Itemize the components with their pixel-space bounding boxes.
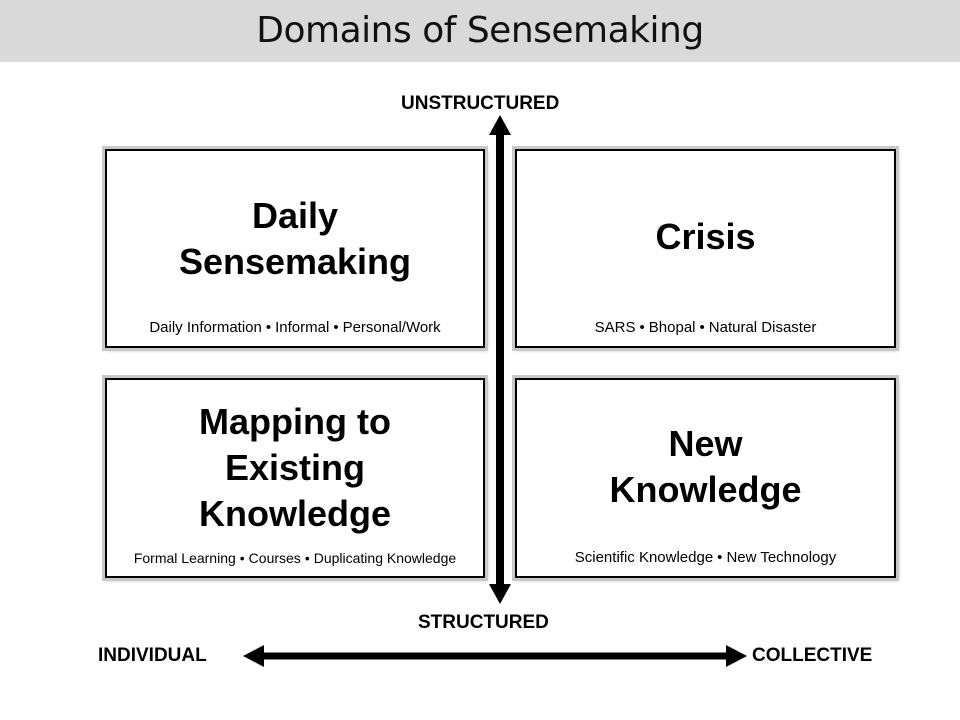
horizontal-axis-arrow	[243, 645, 747, 667]
axis-label-structured: STRUCTURED	[418, 612, 549, 633]
example-item: New Technology	[726, 549, 837, 566]
separator-dot: •	[639, 319, 645, 336]
quadrant-title: Daily Sensemaking	[107, 193, 483, 285]
separator-dot: •	[333, 319, 339, 336]
example-item: Duplicating Knowledge	[313, 550, 457, 566]
quadrant-title-line: Sensemaking	[178, 241, 412, 282]
example-item: Courses	[248, 550, 301, 566]
quadrant-title: Mapping to Existing Knowledge	[107, 399, 483, 537]
example-item: Informal	[275, 319, 330, 336]
separator-dot: •	[304, 550, 310, 566]
example-item: Formal Learning	[133, 550, 236, 566]
quadrant-new-knowledge: New Knowledge Scientific Knowledge•New T…	[515, 378, 896, 578]
quadrant-examples: Daily Information•Informal•Personal/Work	[107, 319, 483, 336]
quadrant-title: New Knowledge	[517, 421, 894, 513]
quadrant-title: Crisis	[517, 214, 894, 260]
example-item: SARS	[594, 319, 636, 336]
example-item: Daily Information	[149, 319, 262, 336]
quadrant-daily-sensemaking: Daily Sensemaking Daily Information•Info…	[105, 149, 485, 348]
vertical-axis-arrow	[489, 115, 511, 604]
quadrant-title-line: Mapping to	[199, 401, 391, 442]
quadrant-crisis: Crisis SARS•Bhopal•Natural Disaster	[515, 149, 896, 348]
example-item: Bhopal	[648, 319, 696, 336]
example-item: Scientific Knowledge	[574, 549, 714, 566]
example-item: Personal/Work	[342, 319, 441, 336]
quadrant-title-line: New	[668, 423, 743, 464]
quadrant-title-line: Existing	[224, 447, 366, 488]
quadrant-title-line: Knowledge	[198, 493, 391, 534]
separator-dot: •	[239, 550, 245, 566]
example-item: Natural Disaster	[708, 319, 817, 336]
separator-dot: •	[717, 549, 723, 566]
quadrant-mapping-to-existing-knowledge: Mapping to Existing Knowledge Formal Lea…	[105, 378, 485, 578]
quadrant-examples: Scientific Knowledge•New Technology	[517, 549, 894, 566]
quadrant-examples: Formal Learning•Courses•Duplicating Know…	[107, 550, 483, 566]
quadrant-title-line: Daily	[251, 195, 339, 236]
quadrant-examples: SARS•Bhopal•Natural Disaster	[517, 319, 894, 336]
quadrant-title-line: Knowledge	[609, 469, 802, 510]
slide-title: Domains of Sensemaking	[256, 10, 704, 51]
axis-label-individual: INDIVIDUAL	[98, 645, 207, 666]
axis-label-unstructured: UNSTRUCTURED	[401, 93, 560, 114]
separator-dot: •	[265, 319, 272, 336]
quadrant-title-line: Crisis	[655, 216, 756, 257]
axis-label-collective: COLLECTIVE	[752, 645, 873, 666]
title-bar	[0, 0, 960, 62]
separator-dot: •	[699, 319, 705, 336]
